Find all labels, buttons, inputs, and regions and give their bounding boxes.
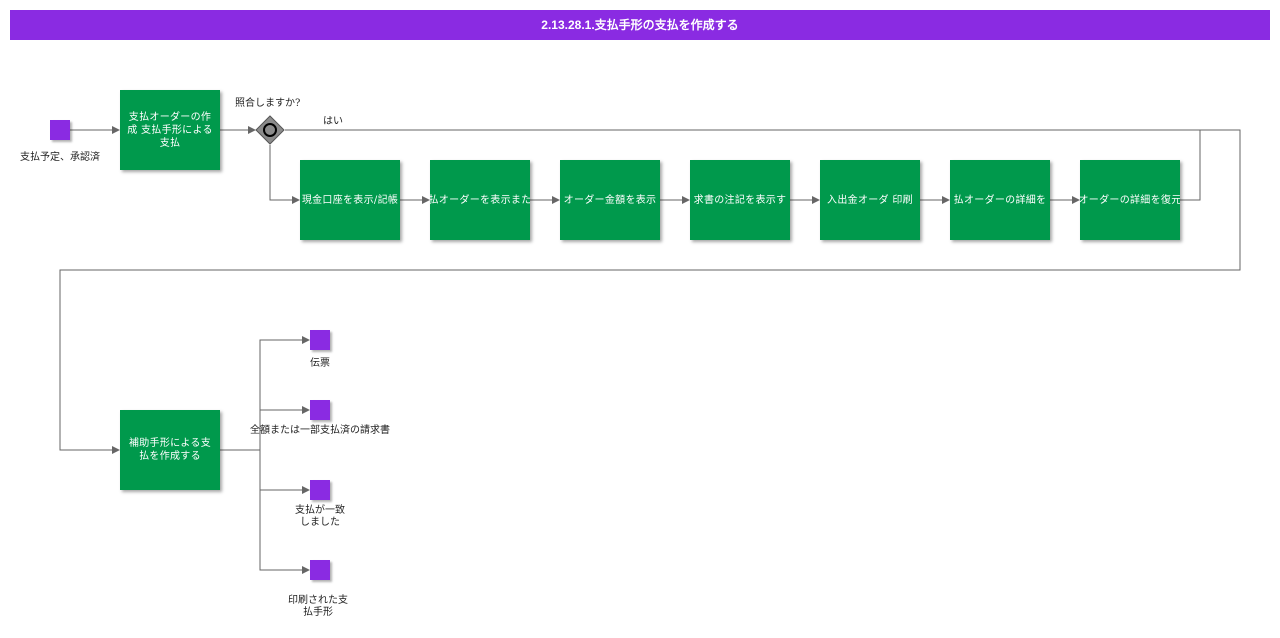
yes-branch-label: はい: [323, 116, 343, 127]
edge-no-branch: [269, 145, 300, 204]
edge-to-end-4: [259, 490, 310, 574]
edge-task-7-to-merge: [1180, 130, 1201, 201]
task-create-bill-payment-label: 補助手形による支払を作成する: [128, 438, 212, 462]
task-2-label: 払オーダーを表示また: [430, 194, 530, 206]
task-4-label: 求書の注記を表示す: [693, 194, 787, 206]
start-event-label: 支払予定、承認済: [20, 152, 100, 163]
task-3-label: オーダー金額を表示: [563, 194, 657, 206]
task-create-bill-payment[interactable]: 補助手形による支払を作成する: [120, 410, 220, 490]
gateway-label: 照合しますか?: [235, 98, 301, 109]
end-event-voucher-label: 伝票: [310, 358, 330, 369]
end-event-payment-matched[interactable]: [310, 480, 330, 500]
task-6-label: 払オーダーの詳細を: [953, 194, 1047, 206]
task-2[interactable]: 払オーダーを表示また: [430, 160, 530, 240]
end-event-paid-invoice-label: 全額または一部支払済の請求書: [250, 425, 390, 436]
task-4[interactable]: 求書の注記を表示す: [690, 160, 790, 240]
task-7-label: オーダーの詳細を復元: [1080, 194, 1180, 206]
task-6[interactable]: 払オーダーの詳細を: [950, 160, 1050, 240]
exclusive-gateway[interactable]: [255, 115, 285, 145]
task-1[interactable]: 現金口座を表示/記帳: [300, 160, 400, 240]
task-5-label: 入出金オーダ 印刷: [827, 194, 913, 206]
edge-to-end-3: [259, 450, 310, 494]
end-event-printed-bill[interactable]: [310, 560, 330, 580]
end-event-payment-matched-label: 支払が一致 しました: [295, 505, 345, 528]
end-event-printed-bill-label: 印刷された支 払手形: [288, 595, 348, 618]
end-event-paid-invoice[interactable]: [310, 400, 330, 420]
edge-yes-branch: [59, 129, 1241, 454]
task-1-label: 現金口座を表示/記帳: [301, 194, 399, 206]
task-create-payment-order-label: 支払オーダーの作成 支払手形による支払: [127, 111, 213, 149]
edge-to-end-1: [259, 336, 310, 450]
task-5[interactable]: 入出金オーダ 印刷: [820, 160, 920, 240]
diagram-title: 2.13.28.1.支払手形の支払を作成する: [10, 10, 1270, 40]
start-event[interactable]: [50, 120, 70, 140]
task-7[interactable]: オーダーの詳細を復元: [1080, 160, 1180, 240]
end-event-voucher[interactable]: [310, 330, 330, 350]
task-3[interactable]: オーダー金額を表示: [560, 160, 660, 240]
task-create-payment-order[interactable]: 支払オーダーの作成 支払手形による支払: [120, 90, 220, 170]
